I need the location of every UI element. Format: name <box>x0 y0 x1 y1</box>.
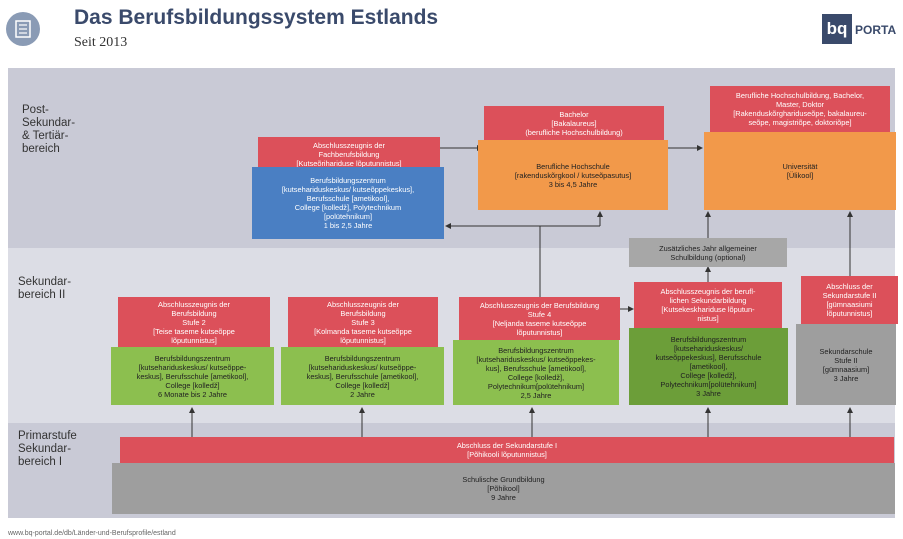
box-zus-jahr: Zusätzliches Jahr allgemeiner Schulbildu… <box>629 238 787 267</box>
box-grundbildung: Schulische Grundbildung [Põhikool] 9 Jah… <box>112 463 895 514</box>
page-subtitle: Seit 2013 <box>74 35 128 50</box>
box-s3-zentrum: Berufsbildungszentrum [kutsehariduskesku… <box>281 347 444 405</box>
footer-url[interactable]: www.bq-portal.de/db/Länder-und-Berufspro… <box>8 530 176 537</box>
box-s2-zentrum: Berufsbildungszentrum [kutsehariduskesku… <box>111 347 274 405</box>
box-fach-zentrum: Berufsbildungszentrum [kutsehariduskesku… <box>252 167 444 239</box>
box-prim-abschluss: Abschluss der Sekundarstufe I [Põhikooli… <box>120 437 894 463</box>
box-s4-abschluss: Abschlusszeugnis der Berufsbildung Stufe… <box>459 297 620 340</box>
header-globe-icon <box>6 12 40 46</box>
box-fach-abschluss: Abschlusszeugnis der Fachberufsbildung [… <box>258 137 440 172</box>
box-s2-abschluss: Abschlusszeugnis der Berufsbildung Stufe… <box>118 297 270 347</box>
box-s3-abschluss: Abschlusszeugnis der Berufsbildung Stufe… <box>288 297 438 347</box>
hochschule-text: Berufliche Hochschule [rakenduskõrgkool … <box>514 161 632 189</box>
box-bachelor: Bachelor [Bakalaureus] (berufliche Hochs… <box>484 106 664 140</box>
box-gym: Sekundarschule Stufe II [gümnaasium] 3 J… <box>796 324 896 405</box>
page-title: Das Berufsbildungssystem Estlands <box>74 6 439 29</box>
box-uni: Universität [Ülikool] <box>704 132 896 210</box>
box-sek-berufl-abschluss: Abschlusszeugnis der berufl- lichen Seku… <box>634 282 782 328</box>
box-gym-abschluss: Abschluss der Sekundarstufe II [gümnaasi… <box>801 276 898 324</box>
band-label-sek2: Sekundar- bereich II <box>18 276 72 301</box>
logo-mark: bq <box>822 14 852 44</box>
box-hochschule: Berufliche Hochschule [rakenduskõrgkool … <box>478 140 668 210</box>
band-label-prim: Primarstufe Sekundar- bereich I <box>18 430 77 468</box>
band-label-post: Post- Sekundar- & Tertiär- bereich <box>22 104 76 155</box>
bq-portal-logo: bq PORTA <box>822 12 898 48</box>
logo-text: PORTA <box>855 23 897 37</box>
box-sek-berufl-zentrum: Berufsbildungszentrum [kutsehariduskesku… <box>629 328 788 405</box>
prim-abschluss-text: Abschluss der Sekundarstufe I [Põhikooli… <box>456 441 558 459</box>
box-s4-zentrum: Berufsbildungszentrum [kutsehariduskesku… <box>453 340 619 405</box>
box-uni-abschluss: Berufliche Hochschulbildung, Bachelor, M… <box>710 86 890 132</box>
